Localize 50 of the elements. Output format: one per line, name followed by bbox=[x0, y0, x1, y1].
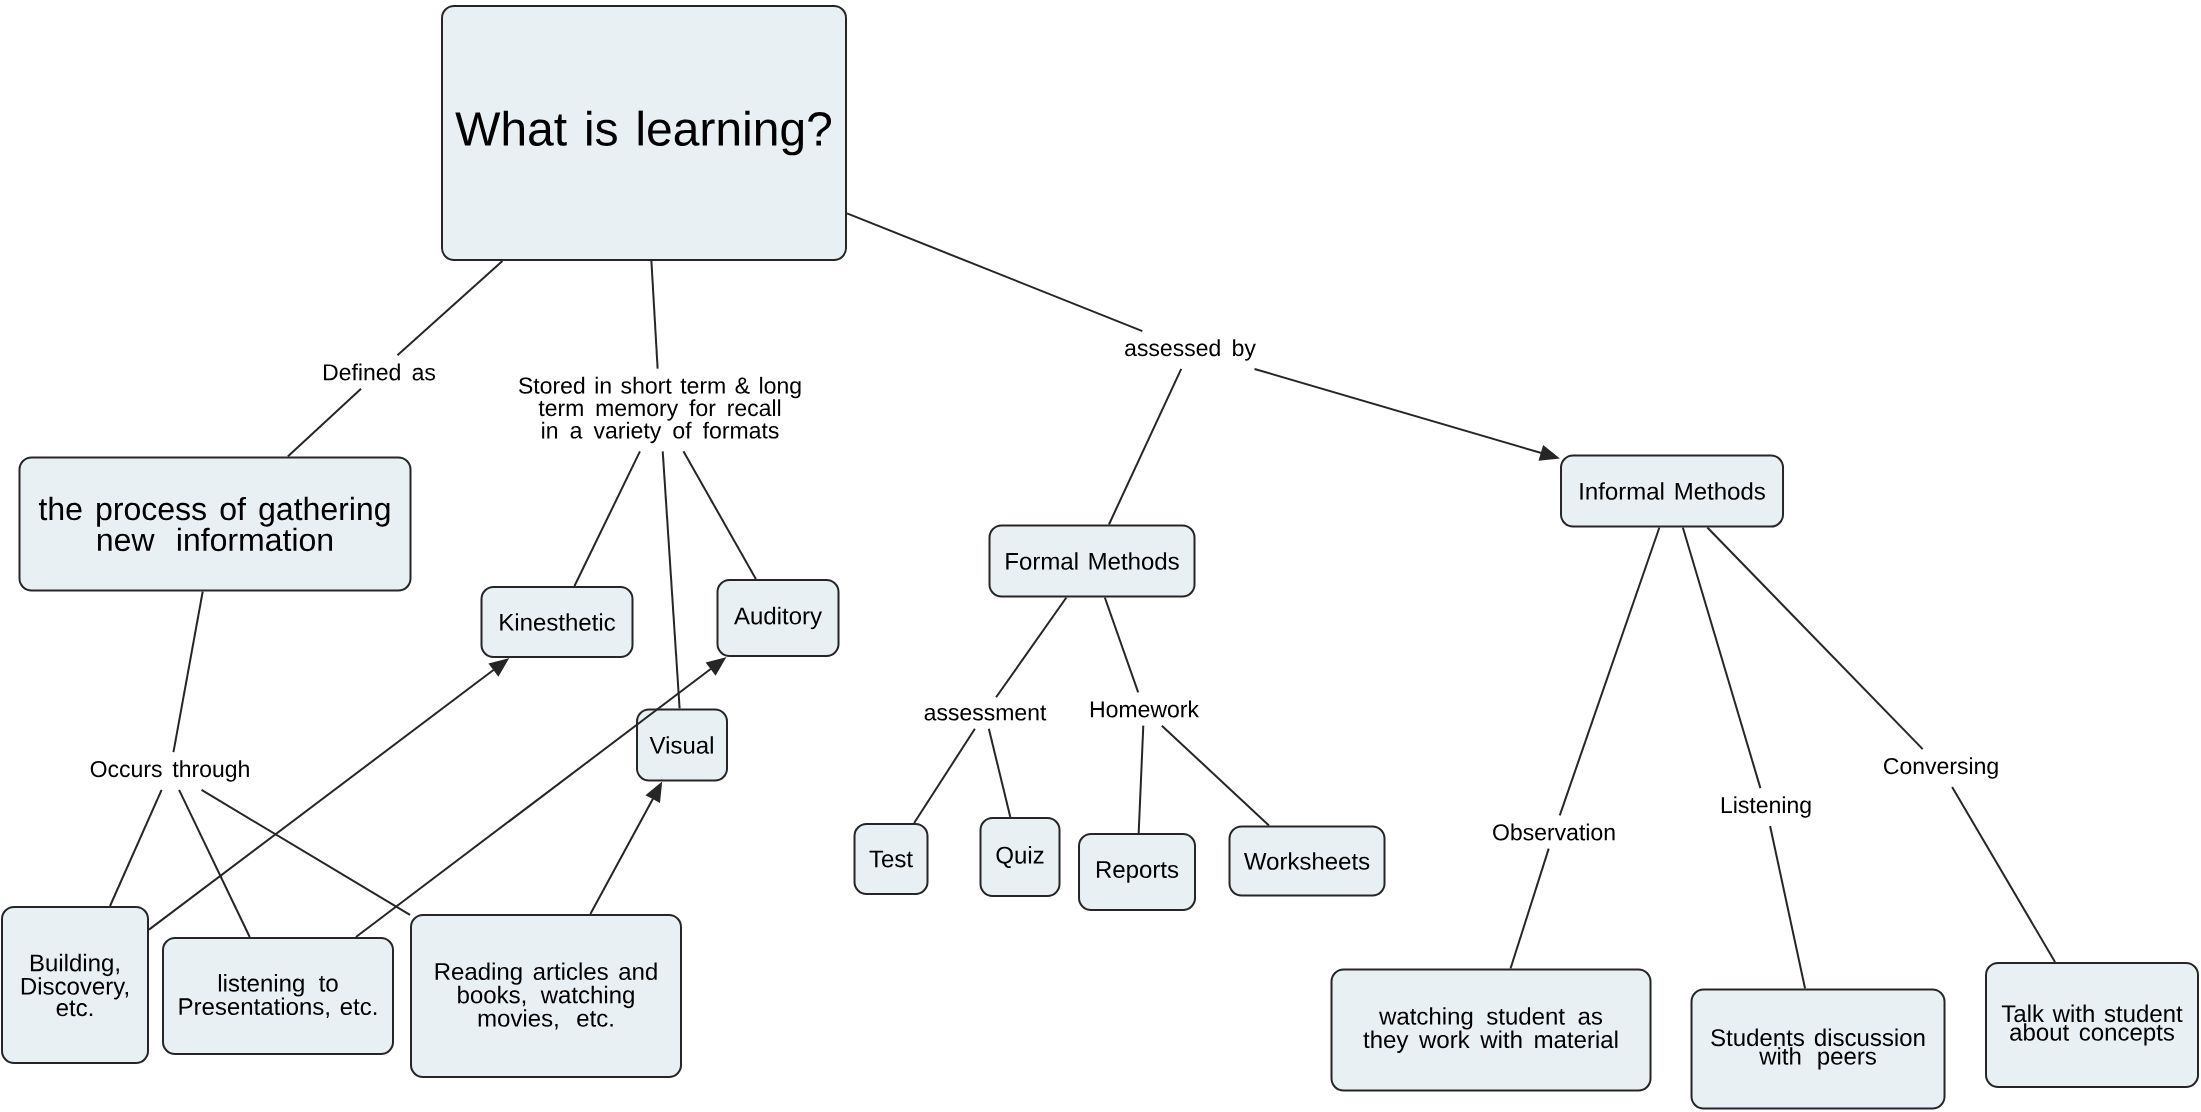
connector-line bbox=[178, 788, 251, 938]
concept-box: Talk with student about concepts bbox=[1985, 962, 2199, 1088]
connector-line bbox=[987, 727, 1012, 818]
connector-line bbox=[396, 260, 504, 357]
concept-box: Informal Methods bbox=[1560, 454, 1784, 528]
linking-phrase: Listening bbox=[1721, 796, 1811, 818]
concept-box: Formal Methods bbox=[988, 524, 1196, 598]
connector-line bbox=[1951, 785, 2056, 963]
concept-box: listening to Presentations, etc. bbox=[162, 937, 394, 1055]
concept-box: Reading articles and books, watching movies, etc. bbox=[410, 914, 682, 1078]
concept-box: What is learning? bbox=[441, 5, 847, 261]
linking-phrase: Occurs through bbox=[90, 760, 249, 782]
connector-line bbox=[1558, 526, 1661, 817]
linking-phrase: Defined as bbox=[324, 363, 436, 381]
connector-line bbox=[1107, 367, 1183, 526]
concept-box: Quiz bbox=[979, 817, 1061, 897]
linking-phrase: assessment bbox=[924, 705, 1047, 721]
connector-line bbox=[1509, 847, 1550, 970]
linking-phrase: Homework bbox=[1090, 700, 1199, 718]
connector-line bbox=[682, 450, 757, 580]
linking-phrase: Stored in short term & long term memory for recall in a variety of formats bbox=[519, 376, 801, 444]
concept-box: watching student as they work with material bbox=[1330, 968, 1652, 1092]
concept-box: Building, Discovery, etc. bbox=[1, 906, 149, 1064]
connector-line bbox=[109, 788, 163, 907]
concept-box: Worksheets bbox=[1228, 825, 1386, 897]
connector-line bbox=[172, 590, 204, 754]
concept-box: Auditory bbox=[716, 579, 840, 657]
concept-box: Students discussion with peers bbox=[1690, 988, 1946, 1110]
connector-line bbox=[1160, 724, 1270, 827]
concept-box: Reports bbox=[1078, 833, 1196, 911]
connector-line bbox=[1103, 596, 1140, 694]
concept-box: the process of gathering new information bbox=[18, 456, 412, 592]
connector-line bbox=[200, 788, 411, 916]
connector-line bbox=[661, 450, 681, 710]
concept-box: Test bbox=[853, 823, 929, 895]
connector-line bbox=[1706, 526, 1924, 751]
connector-line bbox=[1681, 526, 1762, 790]
linking-phrase: assessed by bbox=[1125, 339, 1256, 361]
connector-line bbox=[286, 387, 363, 458]
linking-phrase: Observation bbox=[1493, 823, 1615, 841]
connector-line bbox=[846, 212, 1144, 333]
connector-line bbox=[913, 727, 976, 824]
concept-box: Visual bbox=[636, 708, 728, 782]
connector-line bbox=[995, 596, 1068, 699]
connector-line bbox=[573, 450, 641, 587]
concept-box: Kinesthetic bbox=[480, 586, 634, 658]
connector-line bbox=[1769, 824, 1807, 990]
linking-phrase: Conversing bbox=[1884, 757, 1998, 779]
connector-line bbox=[1137, 724, 1145, 834]
connector-line bbox=[650, 260, 659, 370]
